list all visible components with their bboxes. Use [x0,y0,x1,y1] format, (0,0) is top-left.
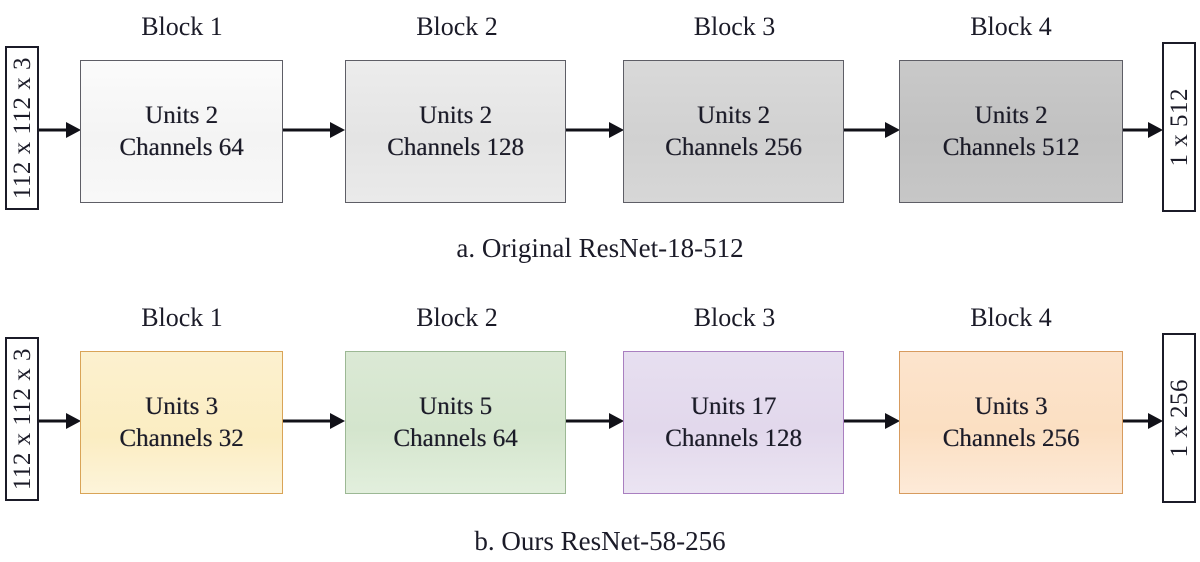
block-body-2: Units 5 Channels 64 [345,351,566,494]
block-units-3: Units 2 [697,101,770,129]
block-body-3: Units 2 Channels 256 [623,60,844,203]
right-arrow-icon [1123,412,1163,430]
input-tensor-box-ours: 112 x 112 x 3 [5,337,39,501]
figure-caption-a: a. Original ResNet-18-512 [456,233,744,263]
block-channels-2: Channels 64 [393,424,518,452]
output-tensor-label: 1 x 256 [1165,378,1193,458]
right-arrow-icon [283,121,345,139]
block-body-3: Units 17 Channels 128 [623,351,844,494]
block-label-1: Block 1 [141,12,223,41]
diagram-row-ours: 112 x 112 x 3 Block 1 Units 3 Channels 3… [0,287,1200,562]
block-body-1: Units 3 Channels 32 [80,351,283,494]
input-tensor-label: 112 x 112 x 3 [8,56,36,200]
input-tensor-box-original: 112 x 112 x 3 [5,46,39,210]
block-units-1: Units 3 [145,392,218,420]
diagram-row-original: 112 x 112 x 3 Block 1 Units 2 Channels 6… [0,0,1200,275]
block-channels-4: Channels 256 [942,424,1080,452]
right-arrow-icon [39,121,81,139]
figure-caption-b: b. Ours ResNet-58-256 [474,526,726,556]
right-arrow-icon [844,121,900,139]
block-body-4: Units 2 Channels 512 [899,60,1123,203]
block-units-4: Units 3 [974,392,1048,420]
block-units-1: Units 2 [145,101,218,129]
block-channels-3: Channels 256 [665,133,802,161]
block-label-2: Block 2 [416,12,498,41]
block-label-3: Block 3 [693,303,776,332]
block-channels-1: Channels 64 [119,133,244,161]
block-body-1: Units 2 Channels 64 [80,60,283,203]
block-units-2: Units 2 [419,101,492,129]
right-arrow-icon [1123,121,1163,139]
input-tensor-label: 112 x 112 x 3 [8,347,36,491]
block-label-4: Block 4 [970,303,1052,332]
block-body-2: Units 2 Channels 128 [345,60,566,203]
right-arrow-icon [283,412,345,430]
right-arrow-icon [39,412,81,430]
right-arrow-icon [566,412,624,430]
block-body-4: Units 3 Channels 256 [899,351,1123,494]
right-arrow-icon [844,412,900,430]
block-label-3: Block 3 [693,12,776,41]
block-channels-1: Channels 32 [119,424,244,452]
block-channels-3: Channels 128 [665,424,802,452]
block-label-2: Block 2 [416,303,498,332]
block-channels-2: Channels 128 [387,133,524,161]
block-label-4: Block 4 [970,12,1052,41]
right-arrow-icon [566,121,624,139]
block-units-3: Units 17 [690,392,777,420]
output-tensor-label: 1 x 512 [1165,87,1193,167]
block-units-4: Units 2 [974,101,1048,129]
block-units-2: Units 5 [419,392,492,420]
output-tensor-box-ours: 1 x 256 [1162,333,1196,503]
block-label-1: Block 1 [141,303,223,332]
block-channels-4: Channels 512 [942,133,1080,161]
output-tensor-box-original: 1 x 512 [1162,42,1196,212]
